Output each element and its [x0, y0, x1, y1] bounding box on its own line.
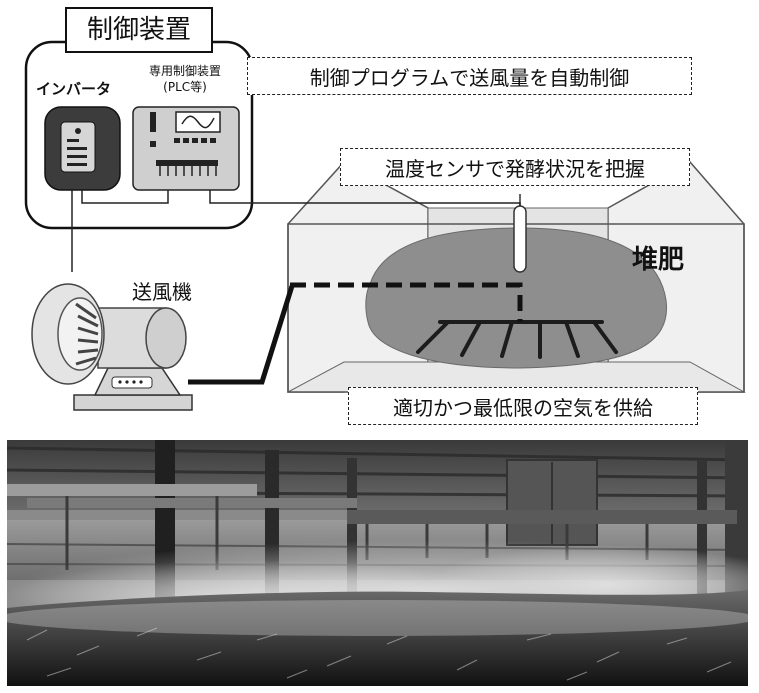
- blower-label: 送風機: [132, 280, 192, 304]
- plc-device: [132, 106, 240, 191]
- inverter-device: [44, 106, 121, 191]
- feed-pipe-hidden: [290, 282, 523, 322]
- schematic-diagram: [24, 7, 746, 411]
- compost-label: 堆肥: [632, 245, 685, 275]
- inverter-label: インバータ: [36, 80, 112, 98]
- plc-label-line1: 専用制御装置: [148, 64, 221, 78]
- compost-pile: [365, 227, 668, 369]
- facility-photo-illustration: [7, 440, 748, 686]
- controller-title: 制御装置: [86, 15, 191, 45]
- callout-program: 制御プログラムで送風量を自動制御: [247, 57, 692, 95]
- callout-supply: 適切かつ最低限の空気を供給: [348, 387, 698, 425]
- control-wiring: [71, 190, 521, 272]
- plc-label-line2: (PLC等): [163, 80, 207, 94]
- feed-pipe: [188, 285, 295, 385]
- blower-device: [31, 283, 193, 411]
- aeration-pipes: [416, 320, 618, 359]
- facility-photo: [7, 440, 748, 686]
- callout-sensor: 温度センサで発酵状況を把握: [340, 148, 690, 186]
